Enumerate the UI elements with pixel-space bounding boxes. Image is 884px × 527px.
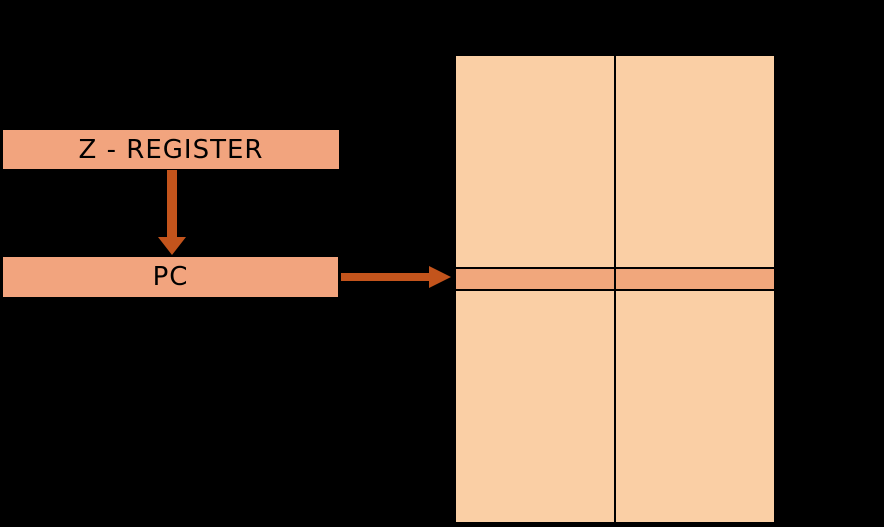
z-register-label: Z - REGISTER: [78, 134, 264, 165]
memory-cell: [455, 290, 615, 523]
memory-target-row: [455, 268, 775, 290]
pc-box: PC: [2, 256, 339, 298]
memory-cell: [615, 55, 775, 268]
memory-cell: [455, 55, 615, 268]
pc-label: PC: [152, 262, 189, 292]
z-register-box: Z - REGISTER: [2, 129, 340, 170]
down-arrow-icon: [153, 170, 191, 255]
right-arrow-icon: [341, 264, 451, 290]
memory-table: [453, 53, 777, 525]
memory-cell-highlighted: [615, 268, 775, 290]
memory-cell-highlighted: [455, 268, 615, 290]
memory-cell: [615, 290, 775, 523]
memory-row-above-target: [455, 55, 775, 268]
memory-row-below-target: [455, 290, 775, 523]
